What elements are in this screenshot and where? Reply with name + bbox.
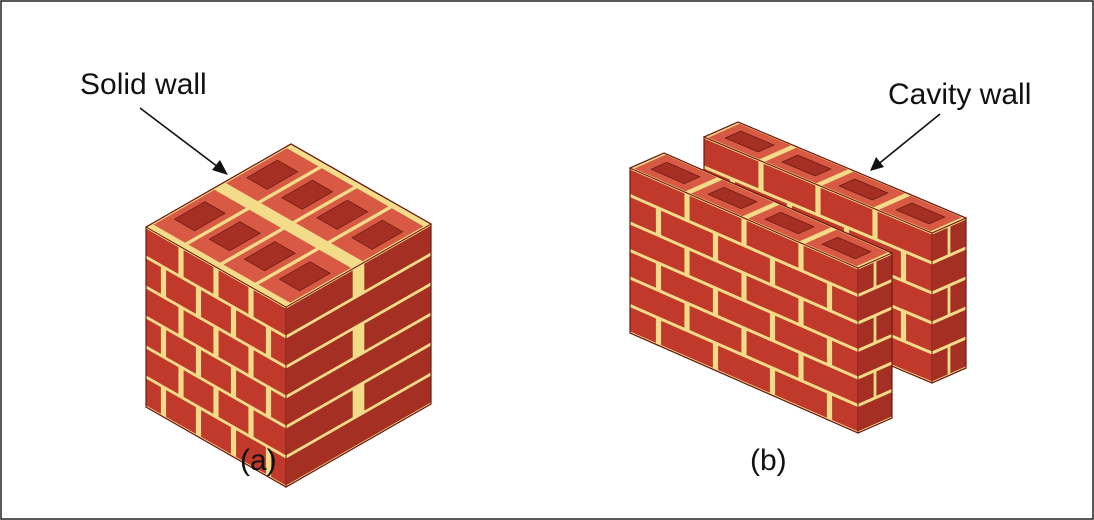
solid-wall-label: Solid wall (80, 68, 207, 101)
caption-a: (a) (240, 444, 277, 477)
cavity-wall-label: Cavity wall (888, 78, 1031, 111)
caption-b: (b) (750, 444, 787, 477)
